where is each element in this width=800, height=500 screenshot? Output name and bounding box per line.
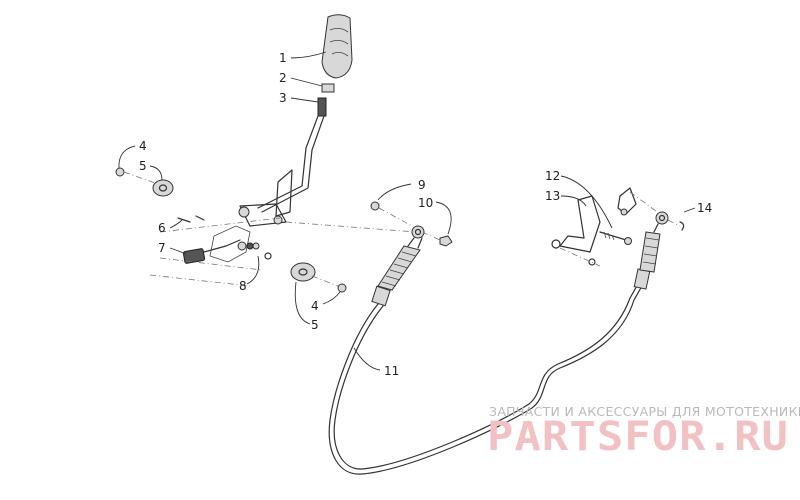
cable-lower-end	[633, 211, 669, 290]
pin-6	[177, 215, 205, 223]
cable-upper-end	[371, 225, 425, 307]
callout-14: 14	[697, 201, 712, 215]
shift-lever-rod-edge	[261, 115, 325, 213]
callout-5-top: 5	[139, 159, 147, 173]
shift-lever-bracket	[238, 169, 293, 227]
cable-bracket-13	[551, 195, 601, 267]
nut-10	[421, 231, 453, 247]
callout-4-bottom: 4	[311, 299, 319, 313]
callout-5-bottom: 5	[311, 318, 319, 332]
mounting-plate	[149, 217, 281, 287]
shift-knob	[321, 14, 353, 79]
callout-3: 3	[279, 91, 287, 105]
callout-11: 11	[384, 364, 399, 378]
screw-9	[370, 201, 413, 227]
shift-cable-11-edge	[333, 283, 639, 470]
shift-lever-rod	[257, 115, 319, 209]
callout-6: 6	[158, 221, 166, 235]
shift-cable-11	[328, 285, 643, 475]
callout-9: 9	[418, 178, 426, 192]
shift-rod-thread	[317, 97, 327, 117]
bushing-8	[246, 242, 254, 250]
leader-lines	[118, 51, 696, 371]
screw-4-top	[115, 167, 159, 185]
bolt-12	[599, 231, 632, 245]
callout-8: 8	[239, 279, 247, 293]
watermark-tagline: ЗАПЧАСТИ И АКСЕССУАРЫ ДЛЯ МОТОТЕХНИКИ	[489, 404, 800, 419]
callout-1: 1	[279, 51, 287, 65]
shift-spacer	[321, 83, 335, 93]
clip-14	[667, 219, 685, 231]
washer-5-bottom	[290, 262, 316, 282]
washer-5-top	[152, 179, 174, 197]
axis-line-1	[285, 221, 417, 233]
callout-12: 12	[545, 169, 560, 183]
callout-13: 13	[545, 189, 560, 203]
watermark-logo: PARTSFOR.RU	[487, 414, 789, 460]
callout-7: 7	[158, 241, 166, 255]
linkage-arm	[617, 187, 661, 216]
callout-2: 2	[279, 71, 287, 85]
screw-4-bottom	[311, 275, 347, 293]
callout-4-top: 4	[139, 139, 147, 153]
callout-10: 10	[418, 196, 433, 210]
